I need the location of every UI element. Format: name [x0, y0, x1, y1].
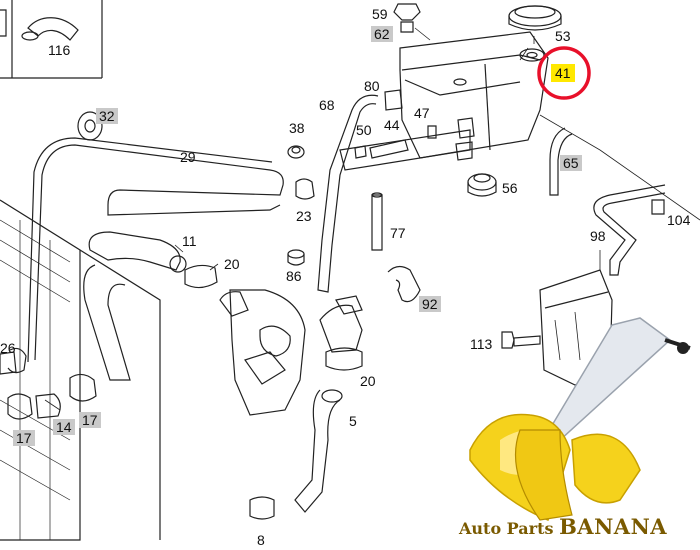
- part-label-104: 104: [667, 212, 691, 228]
- part-label-26: 26: [0, 340, 16, 356]
- part-label-113: 113: [470, 336, 493, 352]
- clip-116-drawing: [27, 17, 79, 41]
- brand-prefix: Auto Parts: [459, 519, 554, 538]
- part-label-11: 11: [182, 233, 197, 249]
- part-92: [387, 265, 421, 303]
- part-label-44: 44: [384, 117, 400, 133]
- hose-98: [593, 184, 666, 276]
- part-label-5: 5: [349, 413, 357, 429]
- part-label-14: 14: [53, 419, 75, 435]
- part-label-20-lower: 20: [360, 373, 376, 389]
- part-label-32: 32: [96, 108, 118, 124]
- part-label-23: 23: [296, 208, 312, 224]
- pipe-77: [371, 194, 383, 251]
- hose-68: [317, 94, 379, 293]
- part-label-62: 62: [371, 26, 393, 42]
- part-label-59: 59: [372, 6, 388, 22]
- part-label-77: 77: [390, 225, 406, 241]
- part-label-86: 86: [286, 268, 302, 284]
- pipe-11: [88, 231, 181, 271]
- part-label-80: 80: [364, 78, 380, 94]
- thermostat-housing: [319, 304, 363, 353]
- expansion-tank: [399, 31, 549, 159]
- part-label-17-left: 17: [13, 430, 35, 446]
- part-label-38: 38: [289, 120, 305, 136]
- hose-5: [294, 389, 341, 513]
- highlight-circle: [537, 46, 591, 100]
- part-label-68: 68: [319, 97, 335, 113]
- part-label-41: 41: [551, 64, 575, 82]
- part-label-8: 8: [257, 532, 265, 548]
- part-label-92: 92: [419, 296, 441, 312]
- brand-watermark: Auto Parts BANANA: [459, 514, 667, 539]
- water-pump: [229, 289, 306, 416]
- radiator: [0, 199, 81, 541]
- part-label-53: 53: [555, 28, 571, 44]
- brand-name: BANANA: [559, 514, 668, 539]
- part-label-98: 98: [590, 228, 606, 244]
- part-label-20-upper: 20: [224, 256, 240, 272]
- hose-29: [34, 144, 284, 361]
- part-label-50: 50: [356, 122, 372, 138]
- part-label-116: 116: [48, 42, 71, 58]
- inset-frame: [0, 0, 103, 79]
- part-label-65: 65: [560, 155, 582, 171]
- banana-logo: [469, 317, 691, 522]
- part-label-29: 29: [180, 149, 196, 165]
- hose-65: [549, 127, 573, 196]
- part-label-56: 56: [502, 180, 518, 196]
- part-label-47: 47: [414, 105, 430, 121]
- part-label-17-right: 17: [79, 412, 101, 428]
- seal-ring: [519, 48, 545, 62]
